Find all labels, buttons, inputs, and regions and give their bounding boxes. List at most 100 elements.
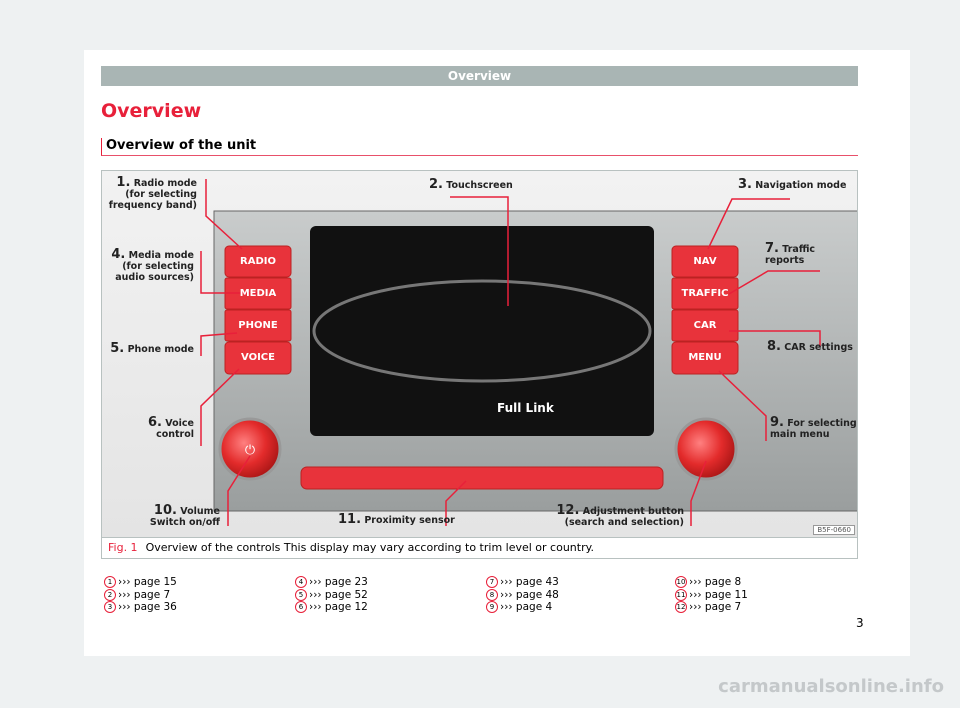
callout-text: reports <box>765 255 805 266</box>
reference-number: 11 <box>675 588 687 601</box>
volume-knob[interactable] <box>218 417 282 481</box>
traffic-button-label[interactable]: TRAFFIC <box>681 288 729 299</box>
callout-label-11: 11. Proximity sensor <box>338 512 455 527</box>
reference-item[interactable]: 6››› page 12 <box>295 601 368 614</box>
callout-text: Switch on/off <box>149 517 220 528</box>
figure-code: B5F-0660 <box>813 525 855 535</box>
radio-button[interactable] <box>224 245 292 278</box>
reference-item[interactable]: 3››› page 36 <box>104 601 177 614</box>
reference-item[interactable]: 12››› page 7 <box>675 601 748 614</box>
callout-text: Touchscreen <box>446 180 513 191</box>
page-link[interactable]: ››› page 11 <box>689 588 748 601</box>
page-link[interactable]: ››› page 7 <box>118 588 171 601</box>
callout-text: control <box>156 429 194 440</box>
callout-text: For selecting <box>787 418 857 429</box>
callout-number: 9. <box>770 415 784 430</box>
page-link[interactable]: ››› page 15 <box>118 576 177 588</box>
reference-item[interactable]: 1››› page 15 <box>104 576 177 589</box>
reference-number: 3 <box>104 601 116 614</box>
callout-label-2: 2. Touchscreen <box>429 177 513 192</box>
power-icon: ⏻ <box>245 443 255 458</box>
callout-number: 8. <box>767 339 781 354</box>
callout-text: main menu <box>770 429 830 440</box>
car-button[interactable] <box>671 309 739 342</box>
callout-number: 7. <box>765 241 779 256</box>
page-link[interactable]: ››› page 48 <box>500 588 559 601</box>
page-link[interactable]: ››› page 36 <box>118 601 177 613</box>
callout-number: 12. <box>556 503 580 518</box>
voice-button-label[interactable]: VOICE <box>241 352 275 363</box>
reference-item[interactable]: 5››› page 52 <box>295 589 368 602</box>
reference-item[interactable]: 10››› page 8 <box>675 576 748 589</box>
voice-button[interactable] <box>224 341 292 375</box>
media-button-label[interactable]: MEDIA <box>239 288 277 299</box>
callout-label-12: 12. Adjustment button(search and selecti… <box>556 503 684 528</box>
radio-button-label[interactable]: RADIO <box>240 256 276 267</box>
device-illustration: ⏻ <box>200 179 857 526</box>
callout-text: Media mode <box>128 250 194 261</box>
callout-text: Traffic <box>782 244 816 255</box>
callout-text: Proximity sensor <box>364 515 455 526</box>
reference-number: 10 <box>675 576 687 589</box>
touchscreen[interactable] <box>310 226 654 436</box>
reference-number: 9 <box>486 601 498 614</box>
callout-number: 10. <box>153 503 177 518</box>
reference-item[interactable]: 2››› page 7 <box>104 589 177 602</box>
reference-number: 8 <box>486 588 498 601</box>
callout-number: 1. <box>116 175 131 190</box>
callout-text: Navigation mode <box>755 180 847 191</box>
page-link[interactable]: ››› page 4 <box>500 601 553 613</box>
reference-number: 5 <box>295 588 307 601</box>
section-header: Overview <box>101 66 858 86</box>
page-link[interactable]: ››› page 8 <box>689 576 742 588</box>
reference-item[interactable]: 8››› page 48 <box>486 589 559 602</box>
page-link[interactable]: ››› page 7 <box>689 601 742 613</box>
callout-lines <box>200 179 821 526</box>
nav-button[interactable] <box>671 245 739 278</box>
callout-number: 5. <box>110 341 125 356</box>
callout-text: Phone mode <box>127 344 194 355</box>
callout-label-8: 8. CAR settings <box>767 339 853 354</box>
reference-item[interactable]: 9››› page 4 <box>486 601 559 614</box>
proximity-sensor <box>300 466 664 490</box>
callout-number: 11. <box>338 512 362 527</box>
page-link[interactable]: ››› page 52 <box>309 588 368 601</box>
watermark: carmanualsonline.info <box>718 676 944 697</box>
callout-label-3: 3. Navigation mode <box>738 178 847 191</box>
page-link[interactable]: ››› page 43 <box>500 576 559 588</box>
menu-button[interactable] <box>671 341 739 375</box>
adjustment-knob[interactable] <box>674 417 738 481</box>
reference-number: 1 <box>104 576 116 589</box>
page-link[interactable]: ››› page 23 <box>309 576 368 588</box>
car-button-label[interactable]: CAR <box>693 320 717 331</box>
reference-item[interactable]: 4››› page 23 <box>295 576 368 589</box>
caption-text: Overview of the controls This display ma… <box>145 541 595 554</box>
callout-number: 2. <box>429 177 443 192</box>
subtitle: Overview of the unit <box>101 138 858 156</box>
reference-number: 6 <box>295 601 307 614</box>
menu-button-label[interactable]: MENU <box>688 352 722 363</box>
page-link[interactable]: ››› page 12 <box>309 601 368 613</box>
phone-button-label[interactable]: PHONE <box>238 320 278 331</box>
screen-text: Full Link <box>497 401 554 415</box>
callout-text: frequency band) <box>108 200 197 211</box>
page-title: Overview <box>101 100 202 122</box>
traffic-button[interactable] <box>671 277 739 310</box>
callout-text: Voice <box>165 418 194 429</box>
callout-number: 6. <box>148 415 162 430</box>
phone-button[interactable] <box>224 309 292 342</box>
reference-item[interactable]: 11››› page 11 <box>675 589 748 602</box>
reference-item[interactable]: 7››› page 43 <box>486 576 559 589</box>
nav-button-label[interactable]: NAV <box>693 256 717 267</box>
callout-label-5: 5. Phone mode <box>110 341 194 356</box>
